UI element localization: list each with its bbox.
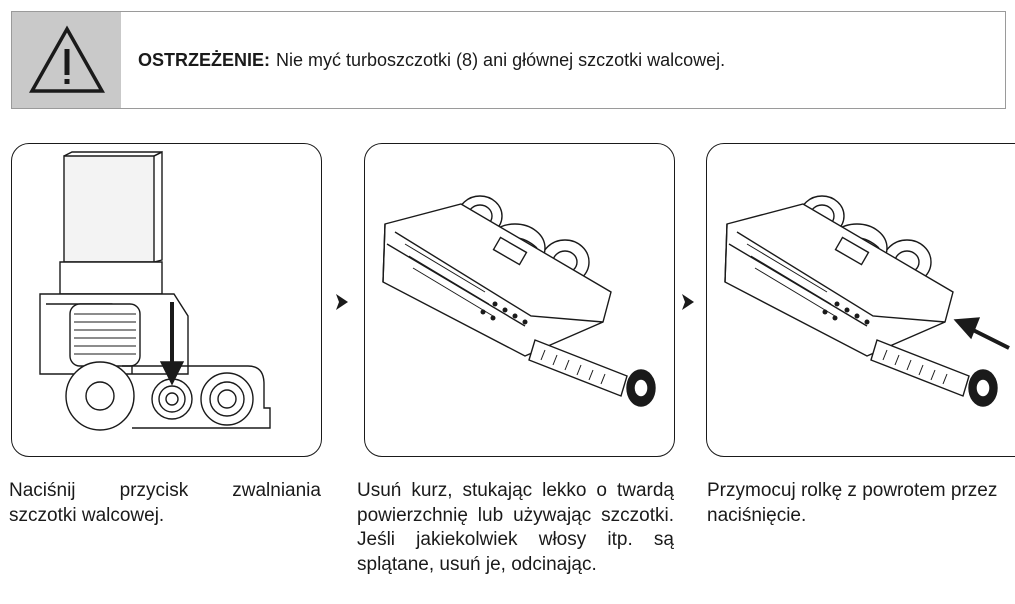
warning-triangle-icon	[28, 25, 105, 93]
caption-word: Naciśnij	[9, 480, 76, 501]
caption-line: szczotki walcowej.	[9, 504, 165, 526]
chevron-right-icon	[681, 293, 695, 311]
warning-message: OSTRZEŻENIE: Nie myć turboszczotki (8) a…	[138, 12, 725, 108]
warning-text: Nie myć turboszczotki (8) ani głównej sz…	[276, 49, 726, 70]
release-button-illustration	[39, 150, 271, 431]
warning-icon-box	[12, 12, 121, 108]
caption-line: Przymocuj rolkę z powrotem przez	[707, 480, 998, 501]
caption-word: przycisk	[119, 480, 189, 501]
brush-roll-reinsert-illustration	[724, 195, 1010, 407]
chevron-right-icon	[335, 293, 349, 311]
brush-roll-removed-illustration	[382, 195, 656, 407]
step-3-caption: Przymocuj rolkę z powrotem przez naciśni…	[707, 479, 1015, 528]
step-1-caption: Naciśnij przycisk zwalniania szczotki wa…	[9, 479, 321, 528]
step-2-panel	[364, 143, 675, 457]
step-1-panel	[11, 143, 322, 457]
warning-banner: OSTRZEŻENIE: Nie myć turboszczotki (8) a…	[11, 11, 1006, 109]
warning-label: OSTRZEŻENIE:	[138, 49, 271, 70]
caption-word: zwalniania	[232, 480, 321, 501]
step-2-caption: Usuń kurz, stukając lekko o twardą powie…	[357, 480, 674, 575]
caption-line: naciśnięcie.	[707, 504, 807, 526]
step-3-panel	[706, 143, 1015, 457]
